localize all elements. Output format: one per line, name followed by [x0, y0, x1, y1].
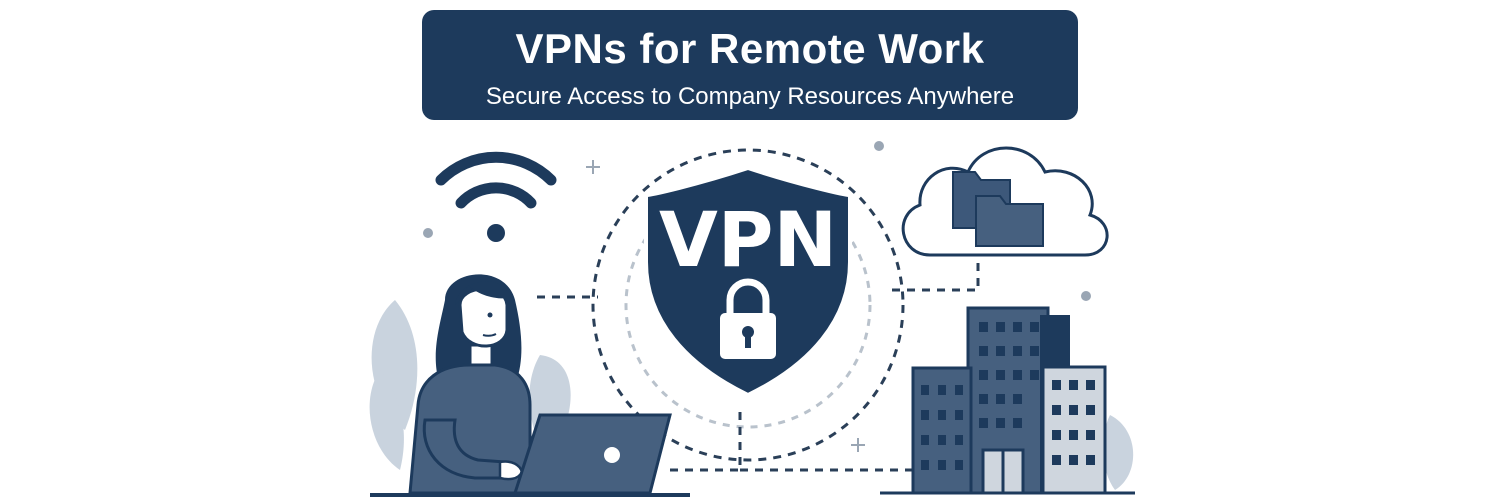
wifi-icon [435, 151, 557, 242]
page-subtitle: Secure Access to Company Resources Anywh… [485, 83, 1015, 110]
laptop-icon [370, 413, 690, 497]
folder-icon [952, 171, 1044, 247]
shield-vpn-label: VPN [659, 195, 837, 284]
padlock-icon [720, 278, 776, 359]
remote-worker-figure [408, 274, 532, 495]
shield-icon: VPN [644, 165, 852, 398]
title-banner: VPNs for Remote Work Secure Access to Co… [422, 10, 1078, 120]
decorative-sparkles [423, 141, 1091, 452]
office-building-icon [880, 306, 1135, 495]
page-title: VPNs for Remote Work [515, 25, 985, 72]
